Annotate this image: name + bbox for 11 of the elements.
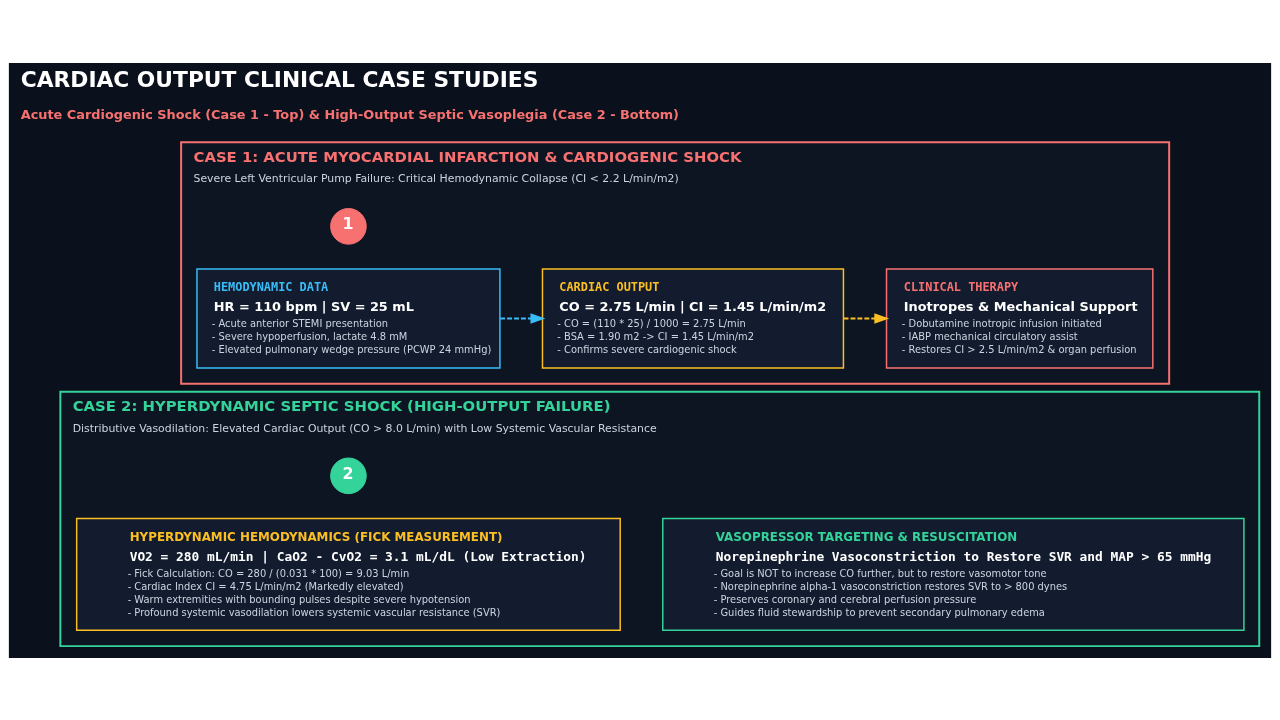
node-box: CLINICAL THERAPY Inotropes & Mechanical Support - Dobutamine inotropic infusion initiated - IABP mechanical circulatory assist - Restores CI > 2.5 L/min/m2 & organ perfusion <box>885 267 1154 369</box>
node-box: HYPERDYNAMIC HEMODYNAMICS (FICK MEASUREMENT) VO2 = 280 mL/min | CaO2 - CvO2 = 3.1 mL/dL (Low Extraction) - Fick Calculation: CO = 280 / (0.031 * 100) = 9.03 L/min - Cardiac Index CI = 4.75 L/min/m2 (Markedly elevated) - Warm extremities with bounding pulses despite severe hypotension - Profound systemic vasodilation lowers systemic vascular resistance (SVR) <box>75 517 621 631</box>
label: Acute Cardiogenic Shock (Case 1 - Top) & High-Output Septic Vasoplegia (Case 2 - Bottom) <box>20 106 680 122</box>
node-circle: 1 <box>330 207 367 245</box>
node-box: VASOPRESSOR TARGETING & RESUSCITATION Norepinephrine Vasoconstriction to Restore SVR and MAP > 65 mmHg - Goal is NOT to increase CO further, but to restore vasomotor tone - Norepinephrine alpha-1 vasoconstriction restores SVR to > 800 dynes - Preserves coronary and cerebral perfusion pressure - Guides fluid stewardship to prevent secondary pulmonary edema <box>662 517 1245 631</box>
node-box: CARDIAC OUTPUT CO = 2.75 L/min | CI = 1.45 L/min/m2 - CO = (110 * 25) / 1000 = 2.75 L/min - BSA = 1.90 m2 -> CI = 1.45 L/min/m2 - Confirms severe cardiogenic shock <box>541 267 845 369</box>
node-circle: 2 <box>330 457 367 494</box>
node-box: HEMODYNAMIC DATA HR = 110 bpm | SV = 25 mL - Acute anterior STEMI presentation - Severe hypoperfusion, lactate 4.8 mM - Elevated pulmonary wedge pressure (PCWP 24 mmHg) <box>196 267 501 369</box>
diagram-title: CARDIAC OUTPUT CLINICAL CASE STUDIES <box>20 66 539 92</box>
arrow <box>842 312 890 324</box>
arrow <box>499 312 546 324</box>
